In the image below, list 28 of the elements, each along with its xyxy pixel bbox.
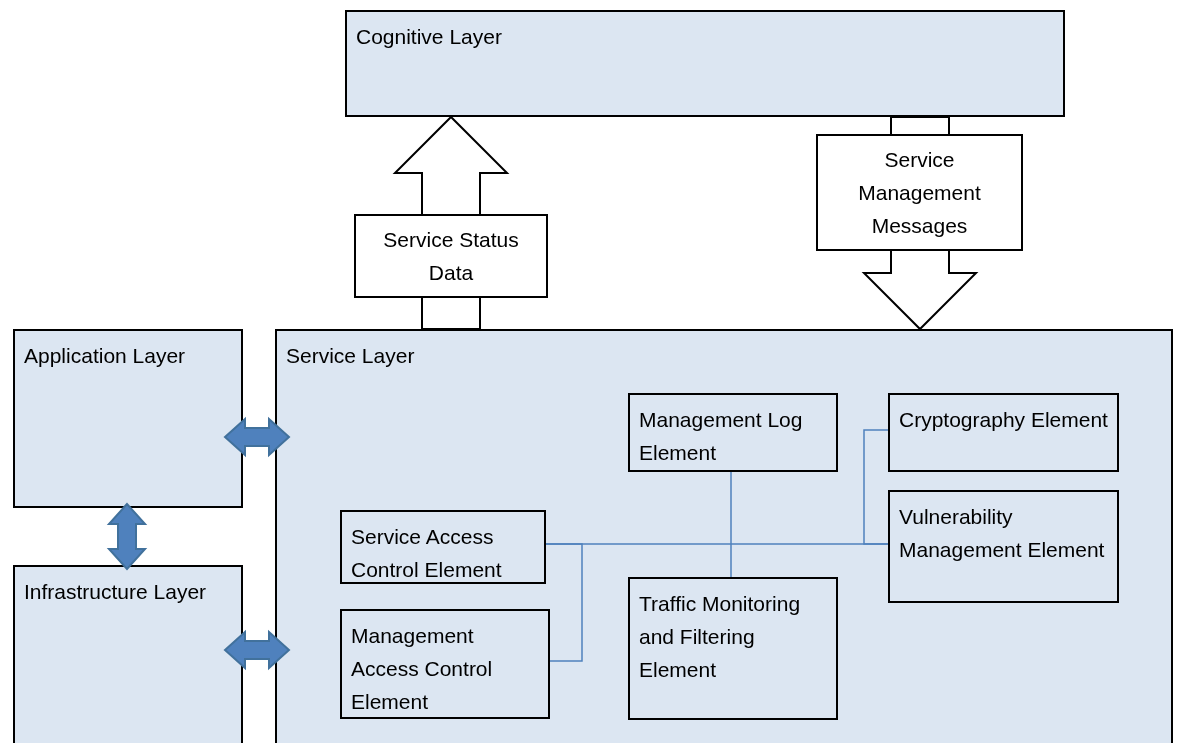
- node-label: Application Layer: [24, 343, 187, 369]
- layer-box: [275, 329, 1173, 743]
- connector-line: [863, 429, 889, 545]
- node-label: Management Log Element: [639, 407, 804, 466]
- node-label: Cryptography Element: [899, 407, 1109, 433]
- connector-line: [545, 543, 583, 662]
- layer-box: [13, 329, 243, 508]
- node-label: Cognitive Layer: [356, 24, 503, 50]
- node-label: Service Access Control Element: [351, 524, 503, 583]
- element-box: [888, 393, 1119, 472]
- layer-box: [345, 10, 1065, 117]
- double-block-arrow: [223, 416, 291, 458]
- edge-label: Service Management Messages: [816, 134, 1023, 251]
- node-label: Infrastructure Layer: [24, 579, 208, 605]
- node-label: Service Layer: [286, 343, 416, 369]
- element-box: [628, 393, 838, 472]
- double-block-arrow: [223, 629, 291, 671]
- connector-line: [730, 471, 732, 578]
- node-label: Vulnerability Management Element: [899, 504, 1106, 563]
- element-box: [628, 577, 838, 720]
- edge-label: Service Status Data: [354, 214, 548, 298]
- element-box: [340, 609, 550, 719]
- element-box: [340, 510, 546, 584]
- node-label: Management Access Control Element: [351, 623, 494, 715]
- element-box: [888, 490, 1119, 603]
- node-label: Traffic Monitoring and Filtering Element: [639, 591, 802, 683]
- layer-box: [13, 565, 243, 743]
- double-block-arrow: [106, 502, 148, 571]
